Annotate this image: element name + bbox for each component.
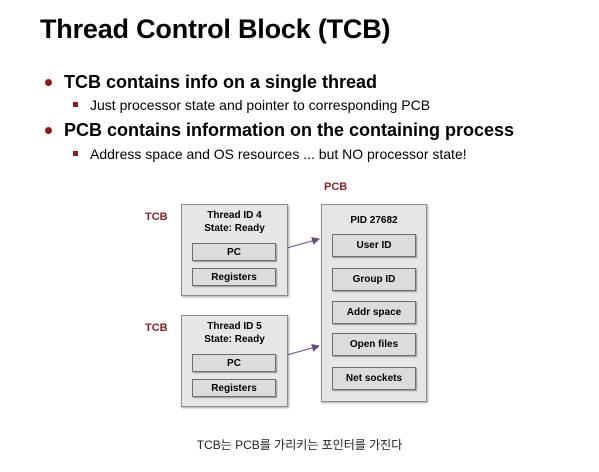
user-id-field: User ID <box>332 234 416 257</box>
thread-id: Thread ID 5 <box>207 321 262 332</box>
open-files-field: Open files <box>332 333 416 356</box>
slide-title: Thread Control Block (TCB) <box>40 14 391 44</box>
thread-state: State: Ready <box>204 334 265 345</box>
sub-bullet-text: Address space and OS resources ... but N… <box>90 146 467 162</box>
thread-state: State: Ready <box>204 223 265 234</box>
thread-id: Thread ID 4 <box>207 210 262 221</box>
sub-bullet-text: Just processor state and pointer to corr… <box>90 97 431 113</box>
pid: PID 27682 <box>350 215 398 226</box>
bullet-dot-icon <box>45 127 52 134</box>
sub-bullet-square-icon <box>73 102 78 107</box>
bullet-dot-icon <box>45 79 52 86</box>
tcb-box-thread-5: Thread ID 5 State: Ready PC Registers <box>181 315 288 407</box>
pc-field: PC <box>192 243 276 261</box>
arrow-thread-4-to-pcb <box>286 237 320 249</box>
sub-bullet-square-icon <box>73 151 78 156</box>
arrow-thread-5-to-pcb <box>286 344 320 356</box>
addr-space-field: Addr space <box>332 301 416 324</box>
registers-field: Registers <box>192 379 276 397</box>
tcb-label-2: TCB <box>145 322 168 334</box>
pc-field: PC <box>192 354 276 372</box>
tcb-box-thread-4: Thread ID 4 State: Ready PC Registers <box>181 204 288 296</box>
bullet-text: TCB contains info on a single thread <box>64 72 378 92</box>
pcb-box: PID 27682 User ID Group ID Addr space Op… <box>321 204 427 402</box>
registers-field: Registers <box>192 268 276 286</box>
net-sockets-field: Net sockets <box>332 367 416 390</box>
pcb-label: PCB <box>324 181 348 193</box>
tcb-label-1: TCB <box>145 211 168 223</box>
caption: TCB는 PCB를 가리키는 포인터를 가진다 <box>196 438 403 452</box>
bullet-text: PCB contains information on the containi… <box>64 120 515 140</box>
group-id-field: Group ID <box>332 268 416 291</box>
